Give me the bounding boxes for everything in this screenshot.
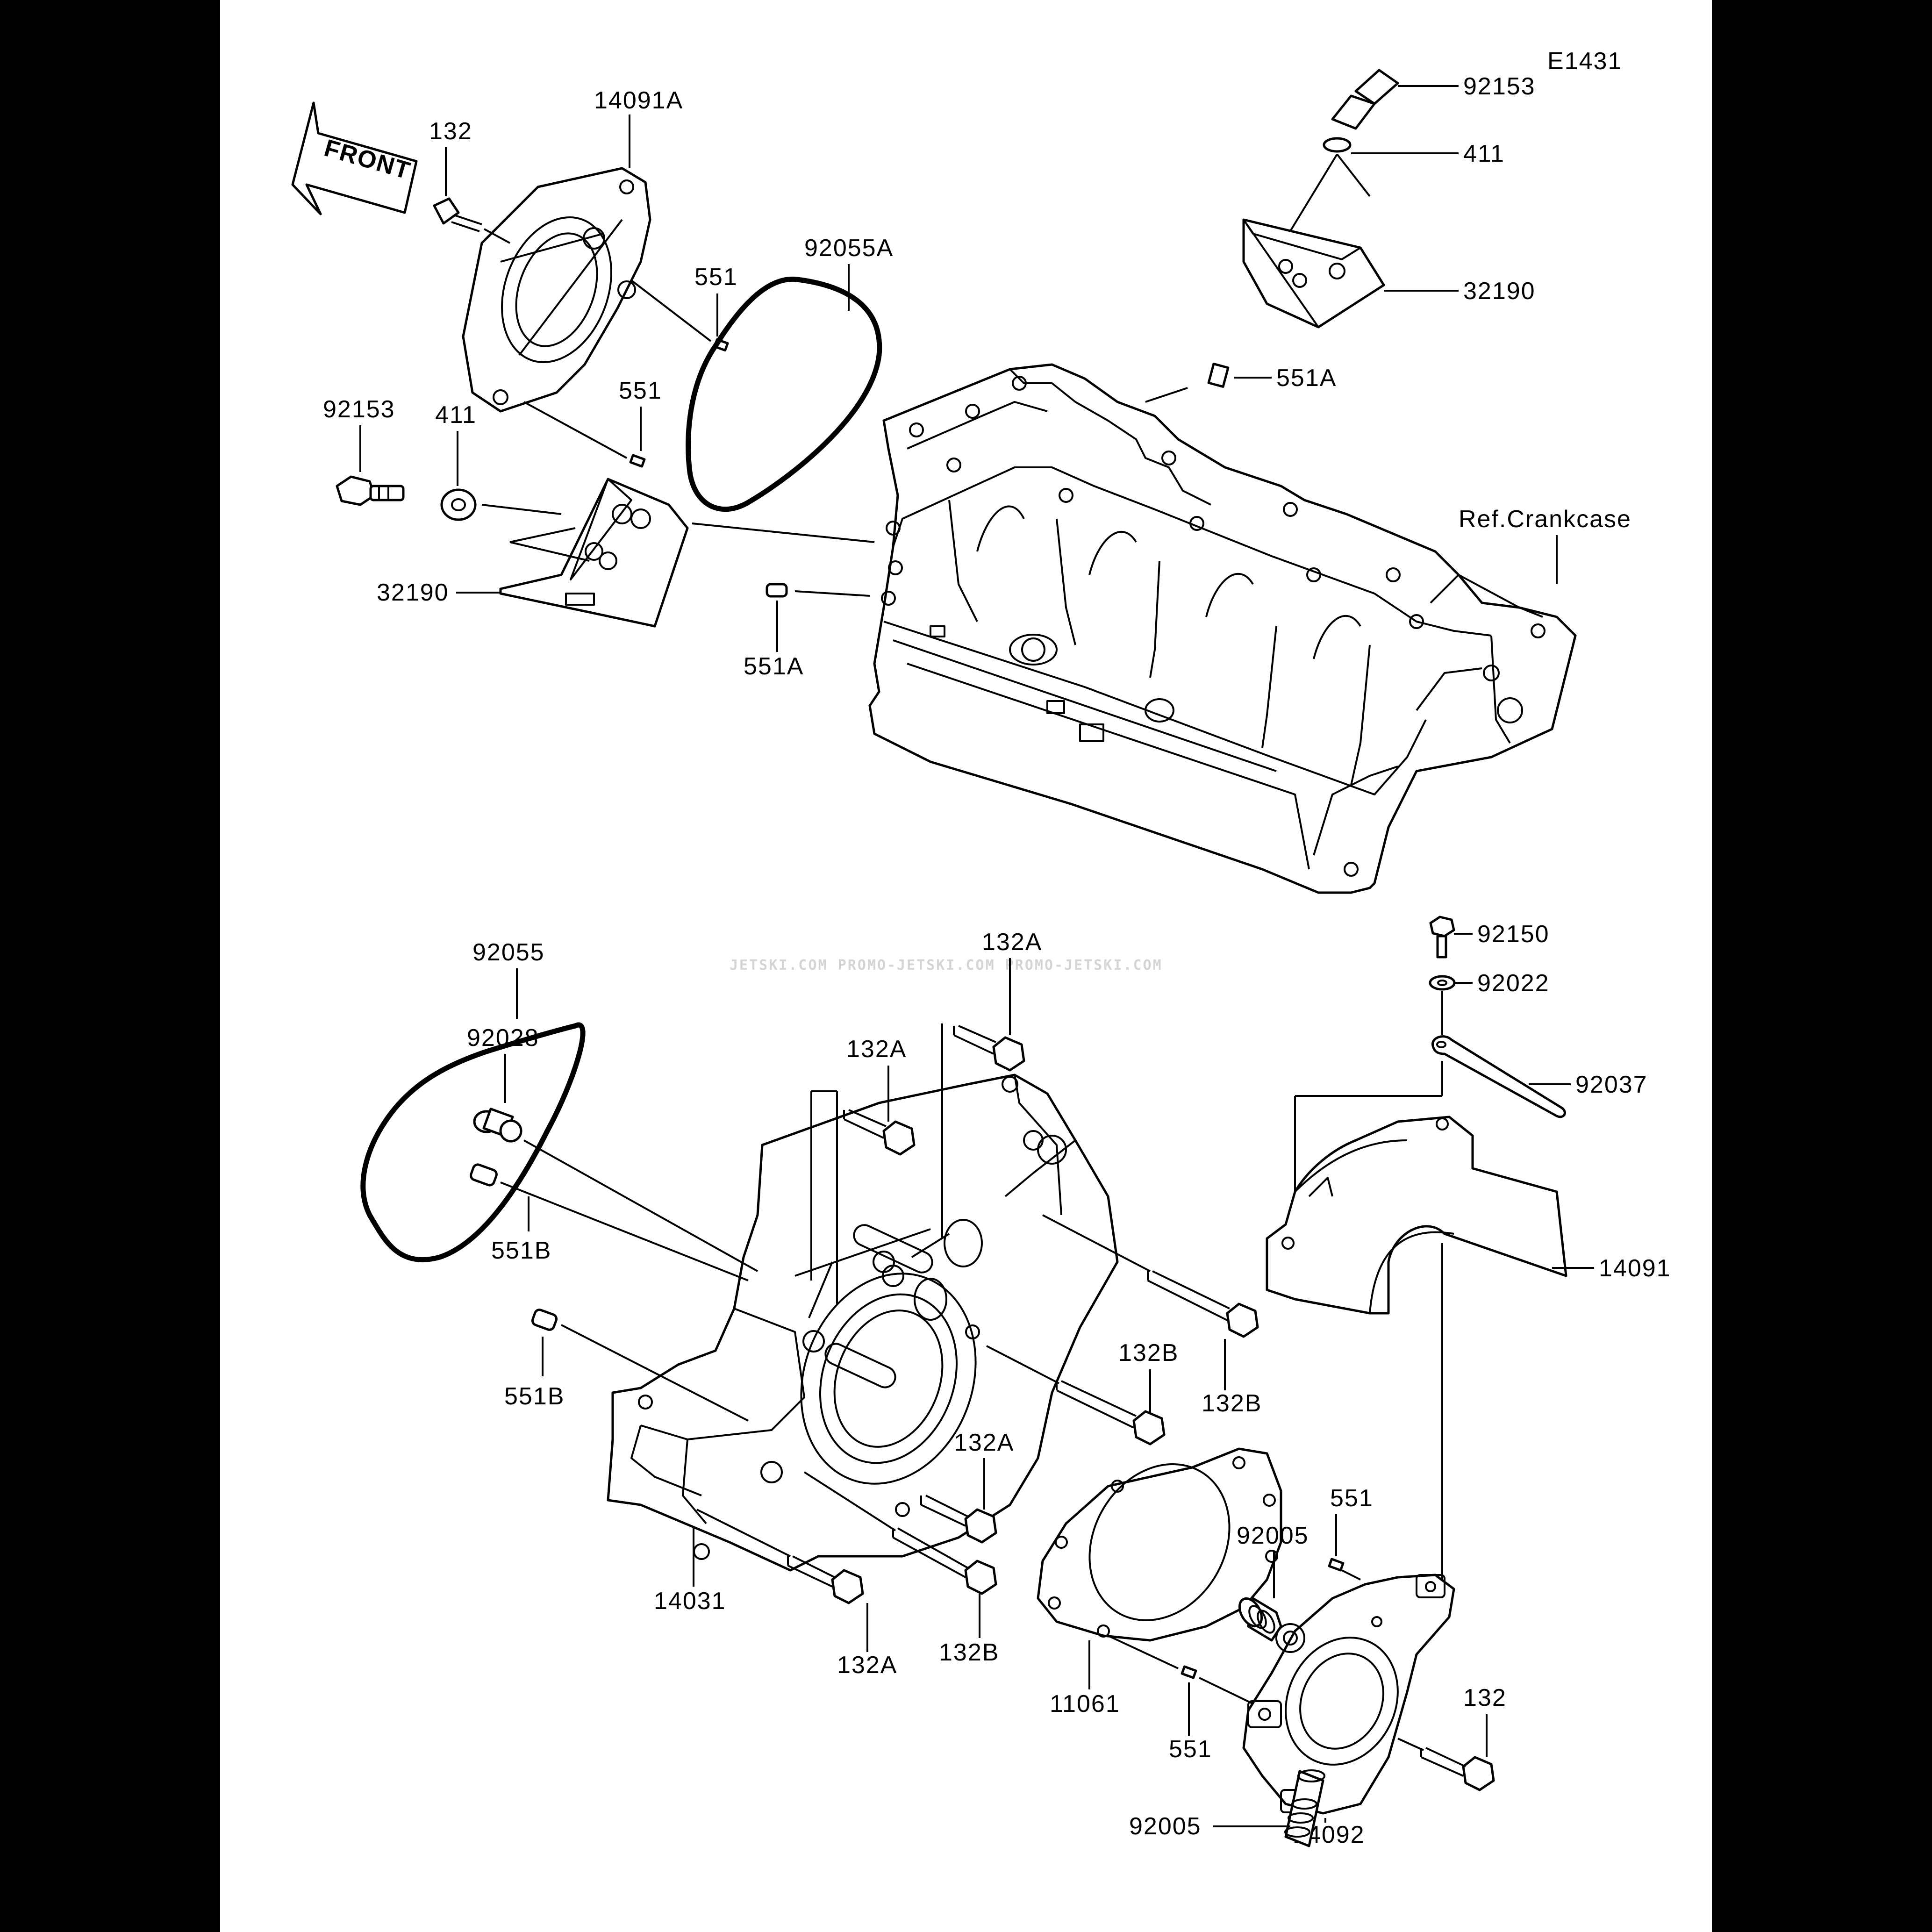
label-132A-d: 132A	[837, 1652, 897, 1679]
dowel-551B-b	[531, 1309, 558, 1331]
bolt-132-top	[433, 197, 482, 232]
bracket-32190-left	[499, 478, 689, 628]
label-92037: 92037	[1575, 1071, 1648, 1098]
dowel-551-c	[1328, 1558, 1345, 1572]
label-551-d: 551	[1169, 1736, 1212, 1763]
label-551A-left: 551A	[744, 653, 804, 680]
label-132B-b: 132B	[1118, 1339, 1179, 1367]
nipple-92005-b	[1284, 1769, 1325, 1847]
bolt-132-bottom	[1420, 1747, 1495, 1791]
dowel-551-b	[629, 454, 646, 468]
label-551B-b: 551B	[504, 1383, 565, 1410]
oring-92055	[360, 1022, 586, 1262]
bolt-92153-top	[1331, 69, 1399, 130]
label-14031: 14031	[654, 1588, 726, 1615]
housing-14031	[607, 1073, 1119, 1572]
label-92153-left: 92153	[323, 396, 395, 423]
diagram-sheet: FRONT E1431 92153 411 32190 551A 14091A	[220, 0, 1712, 1932]
label-551-c: 551	[1330, 1485, 1374, 1512]
label-32190-top: 32190	[1463, 278, 1536, 305]
label-411-top: 411	[1463, 140, 1505, 167]
cover-14091	[1266, 1116, 1567, 1315]
dowel-92028	[473, 1108, 522, 1143]
bolt-132A-a	[953, 1025, 1025, 1072]
nipple-92005-a	[1238, 1597, 1282, 1642]
label-14091A: 14091A	[594, 87, 683, 114]
bolt-132B-a	[1147, 1270, 1259, 1338]
label-92028: 92028	[467, 1024, 539, 1052]
crankcase-ref-label: Ref.Crankcase	[1459, 506, 1631, 533]
bolt-132A-c	[920, 1495, 997, 1544]
label-132A-a: 132A	[982, 929, 1042, 956]
dowel-551-d	[1181, 1665, 1197, 1679]
label-411-left: 411	[435, 401, 477, 429]
bolt-132B-b	[1056, 1380, 1166, 1445]
stay-92037	[1431, 1035, 1566, 1118]
label-92153-top: 92153	[1463, 73, 1536, 100]
gasket-11061	[1037, 1447, 1282, 1642]
washer-411-top	[1323, 137, 1352, 153]
bolt-132A-d	[787, 1555, 864, 1604]
dowel-551B-a	[470, 1163, 498, 1187]
label-14091: 14091	[1599, 1255, 1671, 1282]
ref-code: E1431	[1547, 48, 1622, 75]
washer-411-left	[440, 488, 477, 521]
label-92022: 92022	[1477, 970, 1550, 997]
label-551A-top: 551A	[1276, 365, 1337, 392]
bolt-132B-c	[892, 1527, 997, 1595]
dowel-551A-left	[766, 583, 788, 598]
bolt-92150	[1429, 916, 1455, 959]
label-132B-c: 132B	[939, 1639, 999, 1666]
label-92005-a: 92005	[1237, 1522, 1309, 1549]
label-92005-b: 92005	[1129, 1813, 1202, 1840]
label-32190-left: 32190	[377, 579, 449, 606]
label-551-a: 551	[694, 264, 738, 291]
bracket-32190-top	[1242, 218, 1385, 329]
bolt-132A-b	[843, 1109, 916, 1156]
label-92055A: 92055A	[804, 235, 894, 262]
label-551B-a: 551B	[491, 1237, 551, 1264]
label-132-top: 132	[429, 118, 472, 145]
washer-92022	[1429, 975, 1456, 991]
label-551-b: 551	[619, 377, 662, 404]
label-92055: 92055	[472, 939, 545, 966]
label-132A-c: 132A	[954, 1429, 1014, 1456]
bolt-92153-left	[336, 475, 405, 506]
cover-14091A	[462, 167, 651, 413]
label-132B-a: 132B	[1202, 1390, 1262, 1417]
crankcase	[868, 363, 1577, 894]
label-92150: 92150	[1477, 921, 1550, 948]
label-132A-b: 132A	[846, 1036, 907, 1063]
watermark: JETSKI.COM PROMO-JETSKI.COM PROMO-JETSKI…	[730, 957, 1163, 973]
label-11061: 11061	[1050, 1690, 1120, 1717]
front-arrow: FRONT	[291, 101, 418, 215]
parts-diagram: FRONT E1431 92153 411 32190 551A 14091A	[291, 48, 1671, 1848]
oring-92055A	[686, 276, 882, 512]
dowel-551A-top	[1207, 363, 1230, 388]
label-132-bottom: 132	[1463, 1684, 1507, 1711]
